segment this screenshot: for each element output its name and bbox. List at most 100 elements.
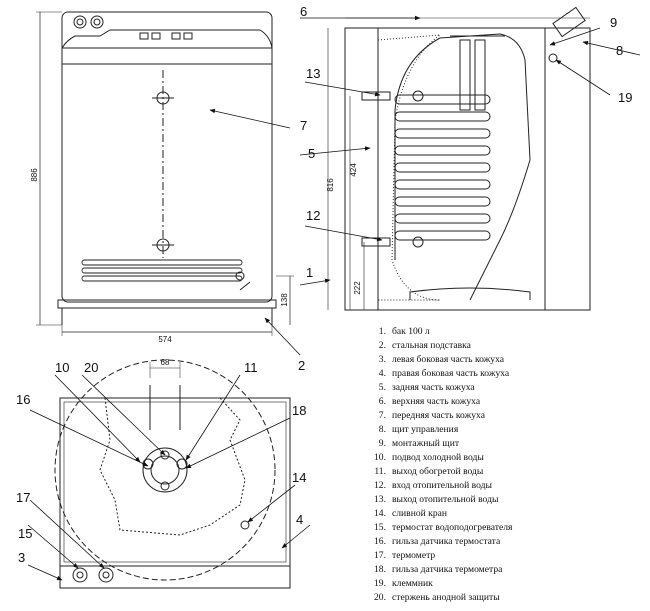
- callout-20: 20: [84, 360, 98, 375]
- legend-item: 11. выход обогретой воды: [364, 465, 646, 479]
- callout-12: 12: [306, 208, 320, 223]
- legend-item-number: 9.: [378, 438, 386, 449]
- hot-water-outlet-icon: [176, 458, 188, 470]
- callout-13: 13: [306, 66, 320, 81]
- legend-item-number: 19.: [374, 578, 386, 589]
- thermostat-icon: [72, 567, 88, 583]
- legend-item: 4. правая боковая часть кожуха: [364, 367, 646, 381]
- legend-item-text: гильза датчика термометра: [392, 564, 503, 575]
- steel-base: [57, 299, 277, 309]
- legend-item: 5. задняя часть кожуха: [364, 381, 646, 395]
- callout-14: 14: [292, 470, 306, 485]
- legend-item: 9. монтажный щит: [364, 437, 646, 451]
- callout-3: 3: [18, 550, 25, 565]
- dim-inlet-height: 424: [349, 163, 358, 177]
- legend-item-number: 11.: [374, 466, 386, 477]
- callout-16: 16: [16, 392, 30, 407]
- legend-item: 15. термостат водоподогревателя: [364, 521, 646, 535]
- legend-item-number: 7.: [378, 410, 386, 421]
- legend-item-text: вход отопительной воды: [392, 480, 492, 491]
- callout-19: 19: [618, 90, 632, 105]
- legend-item: 2.стальная подставка: [364, 339, 646, 353]
- insulation: [377, 34, 442, 301]
- thermometer-icon: [98, 567, 114, 583]
- legend-item-text: стержень анодной защиты: [392, 592, 500, 603]
- legend-item: 6.верхняя часть кожуха: [364, 395, 646, 409]
- legend-item: 17. термометр: [364, 549, 646, 563]
- dim-width-total: 574: [158, 335, 172, 344]
- heating-coil: [394, 94, 491, 241]
- legend-item-number: 5.: [378, 382, 386, 393]
- legend-item-text: подвод холодной воды: [392, 452, 484, 463]
- drain-tap-icon: [240, 520, 250, 530]
- legend-item-number: 15.: [374, 522, 386, 533]
- callout-4: 4: [296, 512, 303, 527]
- gauge-icon: [90, 15, 104, 29]
- tank-outline-top: [54, 359, 276, 581]
- side-section-view: [327, 6, 591, 311]
- tank-outline: [394, 33, 531, 301]
- control-panel: [552, 6, 586, 38]
- legend-item-text: выход обогретой воды: [392, 466, 484, 477]
- legend-item-number: 10.: [374, 452, 386, 463]
- legend-item: 19. клеммник: [364, 577, 646, 591]
- legend-item: 12. вход отопительной воды: [364, 479, 646, 493]
- callout-15: 15: [18, 526, 32, 541]
- top-casing: [59, 397, 291, 567]
- legend-item: 13. выход отопительной воды: [364, 493, 646, 507]
- side-casing: [344, 27, 591, 311]
- drain-valve-icon: [235, 271, 245, 281]
- dim-base-height: 138: [280, 293, 289, 307]
- legend-item-number: 3.: [378, 354, 386, 365]
- callout-18: 18: [292, 403, 306, 418]
- legend-item-text: клеммник: [392, 578, 433, 589]
- legend-item: 10. подвод холодной воды: [364, 451, 646, 465]
- legend-item: 1.бак 100 л: [364, 325, 646, 339]
- callout-5: 5: [308, 146, 315, 161]
- front-casing: [61, 11, 273, 303]
- legend-item-text: выход отопительной воды: [392, 494, 499, 505]
- heating-inlet-pipe: [361, 237, 391, 247]
- legend-item-text: передняя часть кожуха: [392, 410, 485, 421]
- legend-item-number: 17.: [374, 550, 386, 561]
- callout-7: 7: [300, 118, 307, 133]
- legend-item-text: щит управления: [392, 424, 459, 435]
- callout-leaders: [27, 15, 641, 581]
- legend-item-number: 4.: [378, 368, 386, 379]
- dim-outlet-height: 222: [353, 281, 362, 295]
- callout-6: 6: [300, 4, 307, 19]
- dim-tank-height: 816: [326, 178, 335, 192]
- legend-item-number: 12.: [374, 480, 386, 491]
- callout-11: 11: [244, 360, 258, 375]
- dim-height-total: 886: [30, 168, 39, 182]
- legend-item-text: верхняя часть кожуха: [392, 396, 481, 407]
- legend-item-text: левая боковая часть кожуха: [392, 354, 505, 365]
- callout-10: 10: [55, 360, 69, 375]
- legend-item: 16. гильза датчика термостата: [364, 535, 646, 549]
- legend-item-text: гильза датчика термостата: [392, 536, 501, 547]
- louver-grille: [81, 259, 243, 282]
- legend-item-number: 13.: [374, 494, 386, 505]
- callout-17: 17: [16, 490, 30, 505]
- callout-9: 9: [610, 15, 617, 30]
- legend-item-number: 16.: [374, 536, 386, 547]
- terminal-block-icon: [548, 53, 558, 63]
- legend-item-number: 8.: [378, 424, 386, 435]
- legend-item: 7. передняя часть кожуха: [364, 409, 646, 423]
- legend-item-text: термостат водоподогревателя: [392, 522, 513, 533]
- legend-item-text: монтажный щит: [392, 438, 460, 449]
- legend-item-number: 2.: [378, 340, 386, 351]
- legend-item: 20.стержень анодной защиты: [364, 591, 646, 605]
- top-view: [54, 359, 291, 589]
- gauge-icon: [73, 15, 87, 29]
- dim-pipe-spacing: 68: [161, 358, 170, 367]
- legend-item-text: правая боковая часть кожуха: [392, 368, 510, 379]
- heating-outlet-pipe: [361, 91, 391, 101]
- front-view: [36, 11, 294, 336]
- legend-item-text: сливной кран: [392, 508, 448, 519]
- callout-1: 1: [306, 265, 313, 280]
- legend-item-text: задняя часть кожуха: [392, 382, 475, 393]
- legend-item-text: термометр: [392, 550, 436, 561]
